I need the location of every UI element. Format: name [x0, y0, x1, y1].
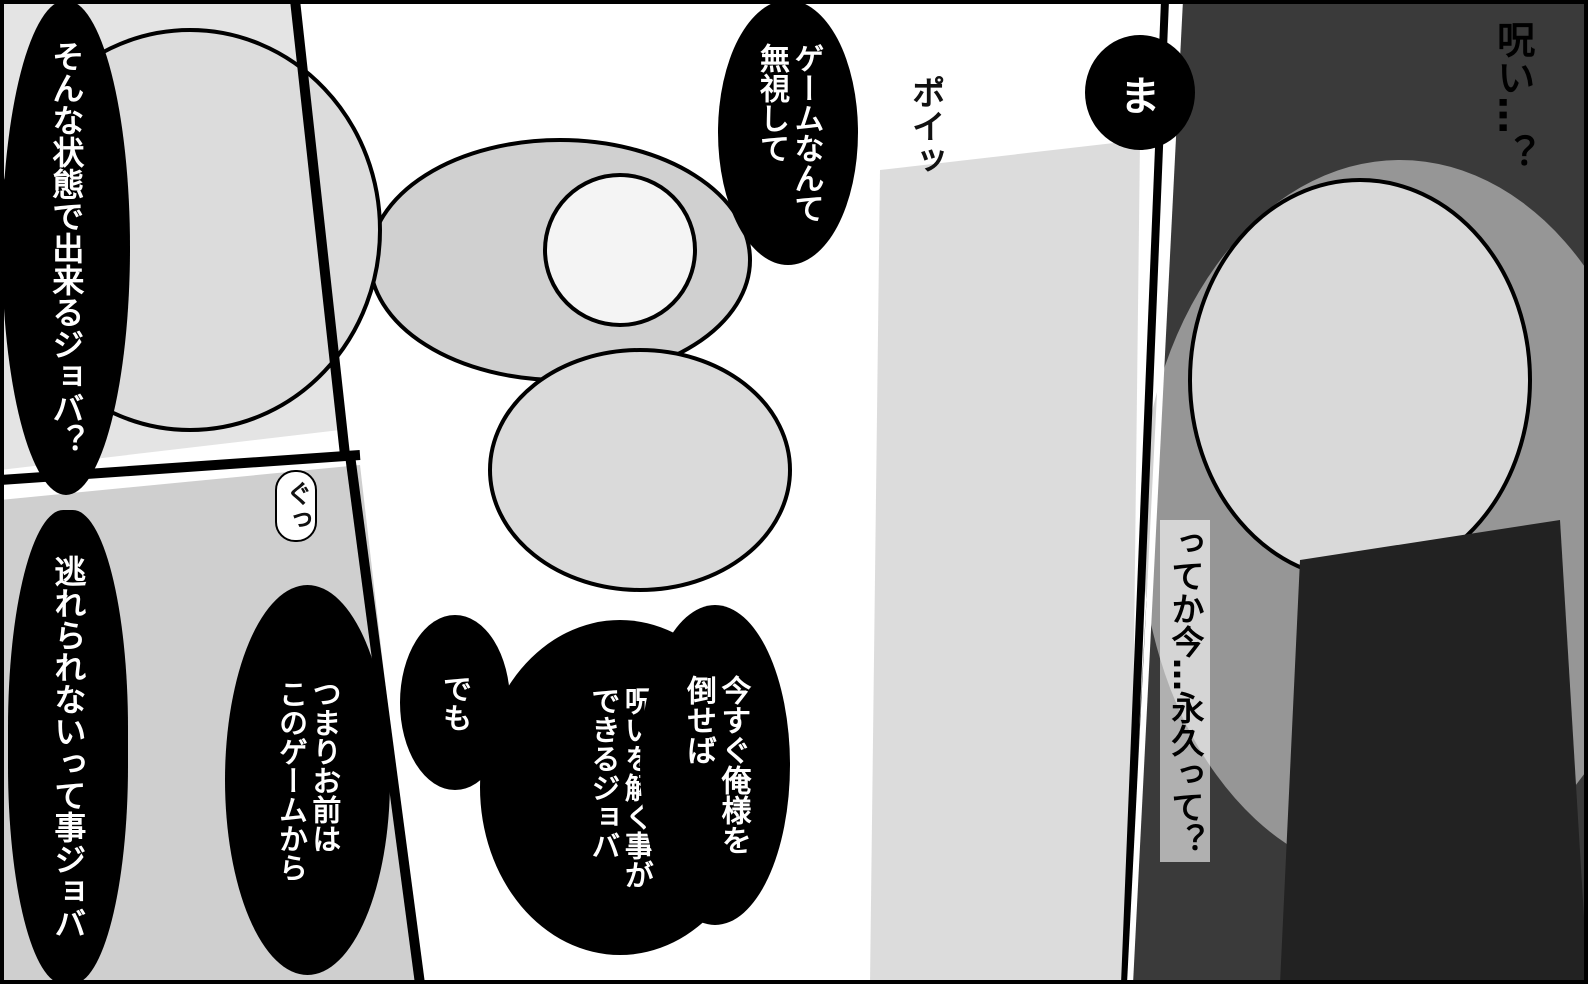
speech-balloon-2: 逃れられないって事ジョバ — [8, 510, 128, 984]
sfx-1: ポイッ — [905, 75, 946, 177]
panel-border-1 — [290, 0, 350, 456]
balloon-text-3: ゲームなんて 無視して — [754, 42, 824, 223]
girl-head — [1188, 178, 1532, 582]
creature-eye — [543, 173, 697, 327]
sfx-2: ぐっ — [275, 470, 317, 542]
hair-shape — [870, 140, 1140, 984]
balloon-text-8: ま — [1120, 73, 1160, 120]
free-text-1: 呪い…？ — [1490, 20, 1535, 172]
panel-gutter — [1127, 0, 1183, 984]
speech-balloon-4: つまりお前は このゲームから — [225, 585, 390, 975]
balloon-text-7: 今すぐ俺様を 倒せば — [681, 675, 751, 855]
speech-balloon-8: ま — [1085, 35, 1195, 150]
creature-body — [488, 348, 792, 592]
girl-body — [1280, 520, 1588, 984]
free-text-2: ってか今…永久って？ — [1160, 520, 1210, 862]
speech-balloon-3: ゲームなんて 無視して — [718, 0, 858, 265]
balloon-text-5: でも — [438, 673, 473, 732]
balloon-text-1: そんな状態で出来るジョバ？ — [47, 39, 86, 456]
balloon-text-4: つまりお前は このゲームから — [274, 678, 342, 882]
panel-border-3 — [1121, 0, 1169, 984]
speech-balloon-1: そんな状態で出来るジョバ？ — [2, 0, 130, 495]
balloon-text-2: 逃れられないって事ジョバ — [49, 555, 88, 939]
speech-balloon-7: 今すぐ俺様を 倒せば — [640, 605, 790, 925]
